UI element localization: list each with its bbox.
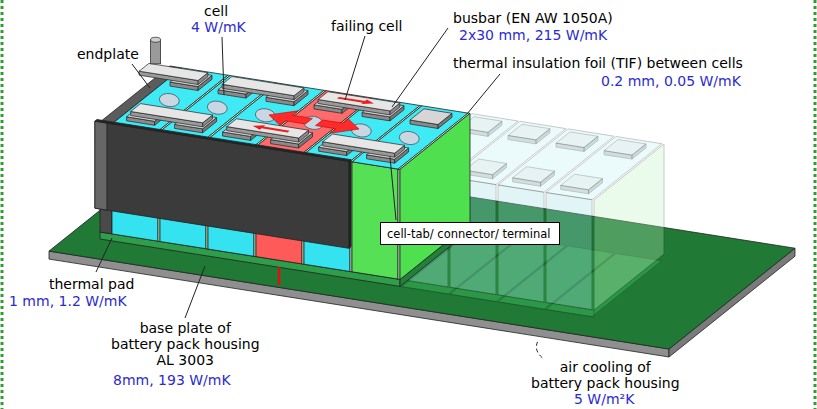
cell-vent bbox=[206, 100, 228, 116]
ghost-terminal bbox=[465, 159, 507, 175]
leader-line bbox=[222, 37, 224, 95]
leader-line bbox=[185, 266, 205, 318]
label-holder: 5 W/m²K bbox=[573, 391, 635, 407]
property-value: 2x30 mm, 215 W/mK bbox=[458, 27, 608, 43]
ghost-terminal bbox=[508, 124, 550, 140]
label-holder: busbar (EN AW 1050A) bbox=[452, 10, 614, 26]
leader-line bbox=[96, 238, 112, 272]
label-holder: air cooling of battery pack housing bbox=[530, 359, 681, 391]
part-label: endplate bbox=[76, 46, 140, 62]
busbar bbox=[318, 92, 400, 111]
ghost-end bbox=[594, 144, 664, 310]
label-holder: thermal pad bbox=[48, 276, 135, 292]
busbar bbox=[131, 104, 213, 123]
ghost-terminal bbox=[556, 132, 598, 148]
leader-line bbox=[390, 157, 396, 220]
heat-arrow bbox=[316, 119, 360, 134]
label-holder: 8mm, 193 W/mK bbox=[112, 372, 232, 388]
busbar-lead bbox=[139, 63, 208, 80]
part-label: thermal pad bbox=[48, 276, 135, 292]
frame-edge bbox=[814, 0, 817, 409]
label-holder: failing cell bbox=[330, 18, 403, 34]
part-label: failing cell bbox=[330, 18, 403, 34]
label-holder: 4 W/mK bbox=[190, 19, 247, 35]
callout-box: cell-tab/ connector/ terminal bbox=[380, 222, 560, 245]
heat-arrow bbox=[337, 97, 374, 104]
cell-vent bbox=[158, 92, 180, 108]
ghost-terminal bbox=[561, 174, 603, 190]
cell-terminal bbox=[410, 109, 452, 125]
property-value: 8mm, 193 W/mK bbox=[112, 372, 232, 388]
terminal-bolt bbox=[151, 40, 161, 64]
property-value: 0.2 mm, 0.05 W/mK bbox=[600, 73, 742, 89]
busbar bbox=[323, 134, 405, 153]
property-value: 1 mm, 1.2 W/mK bbox=[8, 293, 128, 309]
callout-text: cell-tab/ connector/ terminal bbox=[381, 225, 557, 244]
side-wall-end bbox=[95, 121, 107, 210]
label-holder: 2x30 mm, 215 W/mK bbox=[458, 27, 608, 43]
label-holder: 0.2 mm, 0.05 W/mK bbox=[600, 73, 742, 89]
busbar bbox=[222, 77, 304, 96]
heat-arrow bbox=[269, 111, 313, 126]
part-label: thermal insulation foil (TIF) between ce… bbox=[452, 55, 744, 71]
terminal-bolt bbox=[151, 37, 161, 42]
leader-line bbox=[467, 74, 500, 114]
label-holder: endplate bbox=[76, 46, 140, 62]
leader-line bbox=[392, 28, 448, 107]
leader-line bbox=[345, 36, 365, 100]
part-label: air cooling of battery pack housing bbox=[530, 359, 681, 391]
property-value: 4 W/mK bbox=[190, 19, 247, 35]
heat-arrow bbox=[253, 125, 290, 132]
side-wall bbox=[349, 160, 351, 249]
label-holder: thermal insulation foil (TIF) between ce… bbox=[452, 55, 744, 71]
label-holder: base plate of battery pack housing AL 30… bbox=[110, 320, 261, 368]
battery-cell bbox=[352, 162, 398, 279]
leader-line bbox=[132, 64, 150, 88]
ghost-terminal bbox=[604, 140, 646, 156]
heat-path bbox=[278, 267, 281, 285]
ghost-cell bbox=[546, 193, 592, 310]
frame-edge bbox=[1, 0, 4, 409]
property-value: 5 W/m²K bbox=[573, 391, 635, 407]
ghost-terminal bbox=[513, 167, 555, 183]
label-holder: 1 mm, 1.2 W/mK bbox=[8, 293, 128, 309]
part-label: base plate of battery pack housing AL 30… bbox=[110, 320, 261, 368]
cell-vent bbox=[398, 130, 420, 146]
part-label: busbar (EN AW 1050A) bbox=[452, 10, 614, 26]
label-holder: cell bbox=[203, 3, 229, 19]
part-label: cell bbox=[203, 3, 229, 19]
